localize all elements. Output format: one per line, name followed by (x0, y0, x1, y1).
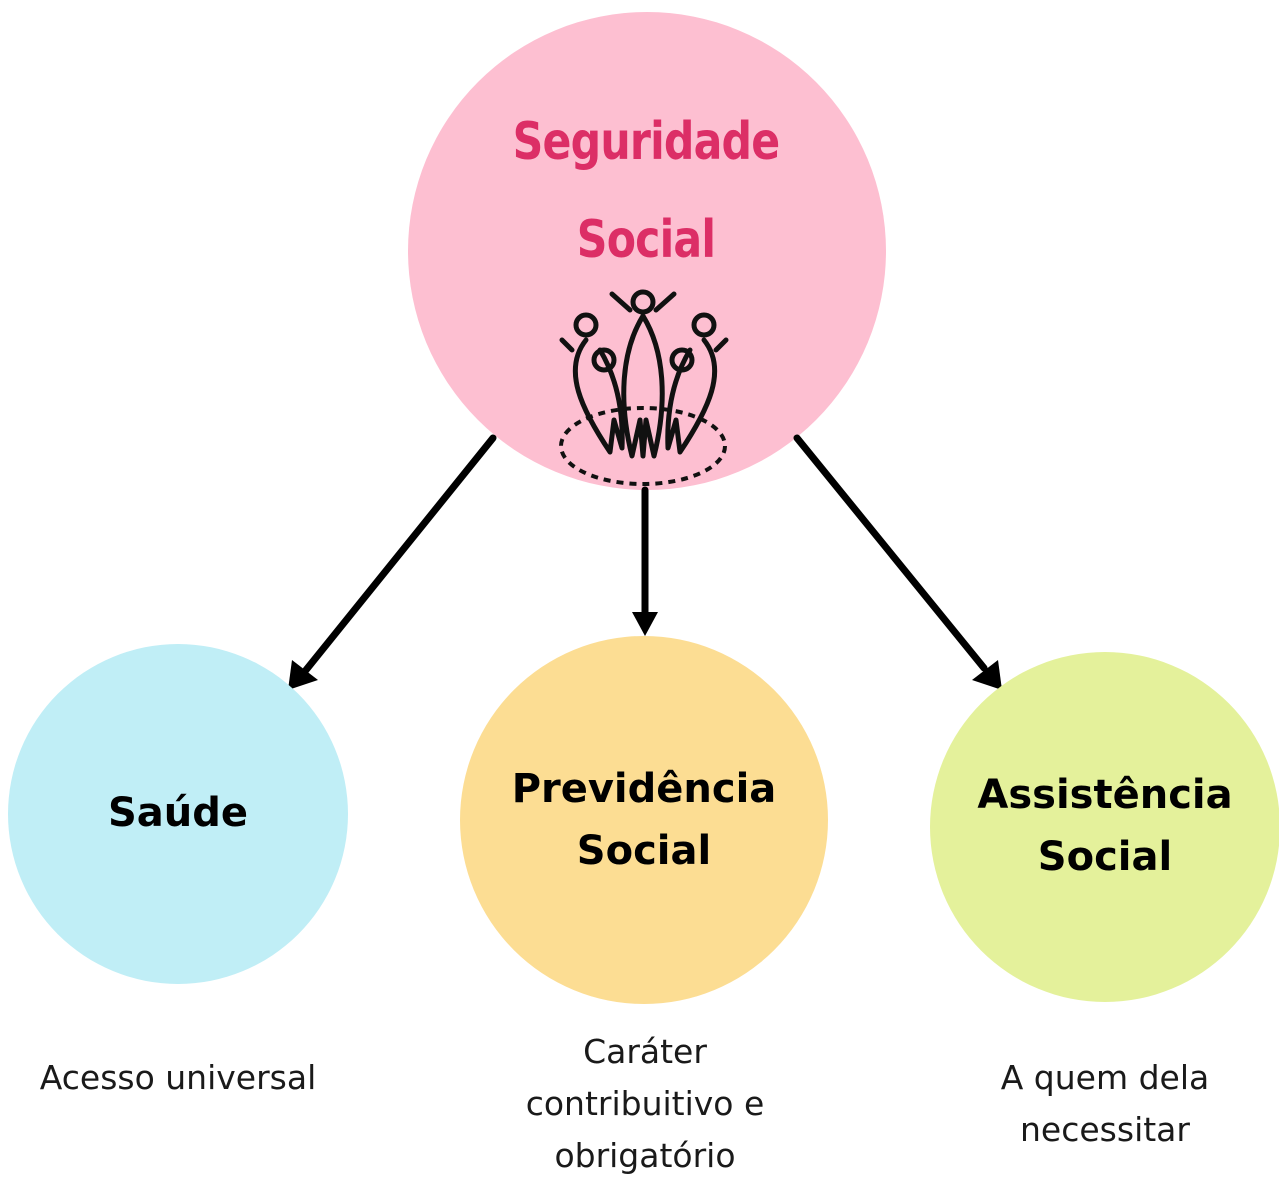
assistencia-node-circle (930, 652, 1279, 1002)
assistencia-title: Assistência Social (930, 764, 1279, 888)
previdencia-description: Caráter contribuitivo e obrigatório (470, 1026, 820, 1182)
root-title-line2: Social (576, 210, 716, 270)
root-title-line1: Seguridade (512, 112, 781, 172)
root-node-circle (408, 12, 886, 490)
saude-node-circle (8, 644, 348, 984)
previdencia-node-circle (460, 636, 828, 1004)
arrow-to-saude (302, 434, 497, 674)
assistencia-title-text: Assistência Social (977, 772, 1233, 880)
previdencia-title: Previdência Social (460, 758, 828, 882)
saude-description: Acesso universal (39, 1058, 317, 1097)
people-unity-icon (559, 289, 729, 486)
arrowhead-assistencia (972, 660, 1002, 690)
arrow-to-assistencia (793, 434, 988, 672)
saude-title: Saúde (107, 790, 249, 836)
arrowhead-saude (288, 660, 318, 690)
assistencia-description-text: A quem dela necessitar (1000, 1058, 1210, 1149)
arrowhead-previdencia (632, 612, 658, 636)
assistencia-description: A quem dela necessitar (930, 1052, 1279, 1156)
previdencia-description-text: Caráter contribuitivo e obrigatório (525, 1032, 765, 1175)
previdencia-title-text: Previdência Social (511, 766, 777, 874)
